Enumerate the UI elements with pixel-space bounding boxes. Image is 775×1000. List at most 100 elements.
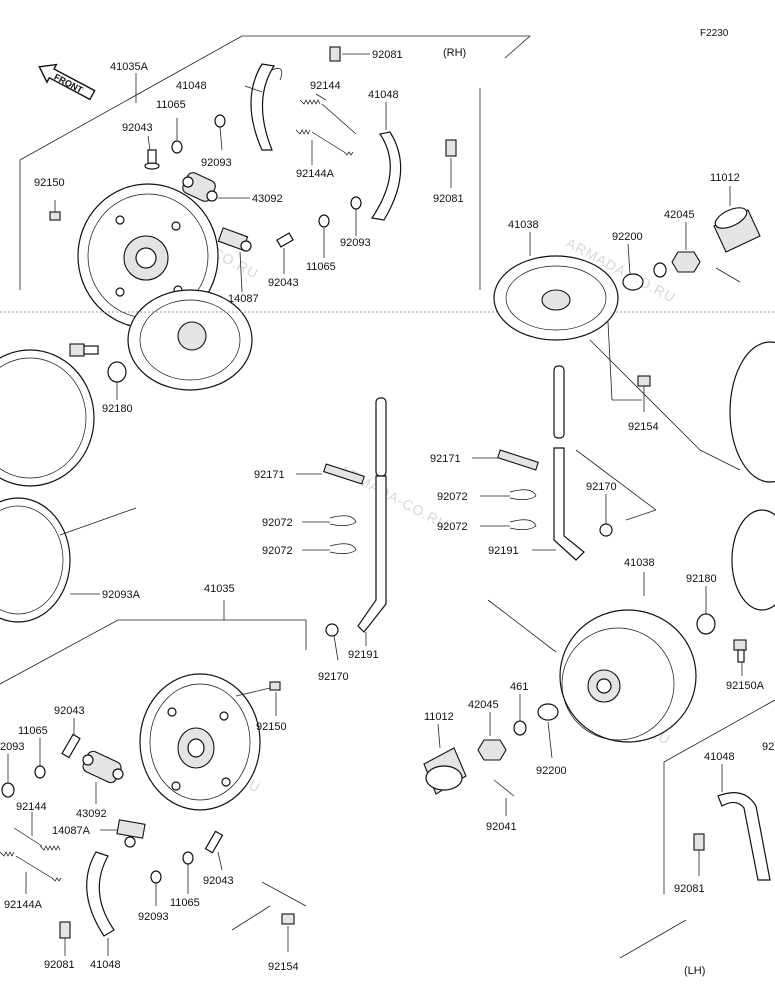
clip-92081-rh1 (329, 46, 341, 62)
label-92191-b: 92191 (348, 649, 379, 661)
label-41038-rh: 41038 (508, 219, 539, 231)
castle-nut-42045-lh (477, 739, 507, 761)
washer-461-lh (513, 720, 527, 736)
label-92154-lh: 92154 (268, 961, 299, 973)
label-11065-lh2: 11065 (170, 897, 200, 909)
label-11012-lh: 11012 (424, 711, 454, 723)
brake-drum-rh-lower (127, 289, 253, 391)
clip-92081-lh1 (59, 921, 71, 939)
bolt-large-rh (69, 343, 99, 357)
clip-92072-c (509, 489, 537, 500)
bolt-92154-rh (637, 375, 651, 387)
pin-92043-lh1 (61, 733, 81, 759)
label-92043-lh2: 92043 (203, 875, 234, 887)
label-92072-d: 92072 (437, 521, 468, 533)
label-92154-rh: 92154 (628, 421, 659, 433)
brake-shoe-41048-rh2 (370, 131, 402, 221)
washer-92093-lh2 (150, 870, 162, 884)
lh-assembly-frame: 41035 (0, 583, 307, 931)
washer-92093-lh1 (1, 782, 15, 798)
spring-11065-rh (171, 140, 183, 154)
label-92150-rh: 92150 (34, 177, 65, 189)
adjuster-14087A-lh (116, 819, 146, 848)
label-41038-lh: 41038 (624, 557, 655, 569)
spring-92144A-rh (295, 129, 354, 156)
label-92180-rh: 92180 (102, 403, 133, 415)
lh-right-frame: (LH) (619, 699, 775, 977)
seal-92093A-upper (0, 349, 95, 487)
bolt-92154-lh (281, 913, 295, 925)
spring-11065-lh2 (182, 851, 194, 865)
label-92081-rh2: 92081 (433, 193, 464, 205)
watermark: ARMADA-CO.RU (337, 462, 452, 533)
cap-11012-rh (713, 207, 761, 253)
brake-drum-41038-lh (559, 609, 697, 743)
clip-92081-lh2 (693, 833, 705, 851)
label-92150A-lh: 92150A (726, 680, 765, 692)
label-42045-rh: 42045 (664, 209, 695, 221)
label-92072-c: 92072 (437, 491, 468, 503)
spring-11065-lh1 (34, 765, 46, 779)
brake-shoe-41048-rh1 (250, 63, 283, 151)
bracket-92171-a (323, 463, 365, 485)
label-41035A: 41035A (110, 61, 149, 73)
label-92150-lh: 92150 (256, 721, 287, 733)
label-92144A-rh: 92144A (296, 168, 335, 180)
cap-11012-lh (423, 747, 467, 795)
label-92081-lh2: 92081 (674, 883, 705, 895)
front-arrow-label: FRONT (52, 72, 85, 96)
washer-92200-lh (537, 703, 559, 721)
label-92170-b: 92170 (318, 671, 349, 683)
label-41048-lh2: 41048 (704, 751, 735, 763)
label-461-lh: 461 (510, 681, 528, 693)
clip-92072-b (329, 543, 357, 554)
wheel-cylinder-43092-lh (82, 750, 124, 784)
clip-92072-a (329, 515, 357, 526)
label-14087A-lh: 14087A (52, 825, 91, 837)
label-92200-lh: 92200 (536, 765, 567, 777)
spring-92144-rh (299, 99, 357, 135)
section-lh: (LH) (684, 965, 705, 977)
label-92171-b: 92171 (430, 453, 461, 465)
label-11065-rh1: 11065 (156, 99, 186, 111)
label-92093-rh1: 92093 (201, 157, 232, 169)
label-92081-rh1: 92081 (372, 49, 403, 61)
washer-92200-rh (622, 273, 644, 291)
label-92191-a: 92191 (488, 545, 519, 557)
label-92144-rh: 92144 (310, 80, 341, 92)
label-41048-rh1: 41048 (176, 80, 207, 92)
label-92171-a: 92171 (254, 469, 285, 481)
spring-92144A-lh (0, 851, 62, 882)
rh-assembly-frame: (RH) (19, 35, 532, 290)
brake-shoe-41048-lh1 (86, 851, 115, 937)
wheel-cylinder-43092-rh (182, 172, 218, 202)
cotter-pin-lh (493, 779, 515, 797)
brake-shoe-41048-lh2 (717, 792, 771, 881)
washer-92093-rh (214, 114, 226, 128)
seal-92093A (0, 497, 71, 623)
label-11012-rh: 11012 (710, 172, 740, 184)
label-92144-lh: 92144 (16, 801, 47, 813)
seal-right-edge-lh (731, 509, 775, 611)
label-92093-rh2: 92093 (340, 237, 371, 249)
clamp-92170-a (599, 523, 613, 537)
label-92043-lh1: 92043 (54, 705, 85, 717)
label-92043-rh1: 92043 (122, 122, 153, 134)
brake-hose-right (553, 365, 585, 561)
brake-panel-lh (139, 673, 261, 811)
label-92043-rh2: 92043 (268, 277, 299, 289)
label-92180-lh: 92180 (686, 573, 717, 585)
o-ring-92180-lh (696, 613, 716, 635)
label-43092-rh: 43092 (252, 193, 283, 205)
spring-92144-lh (13, 827, 61, 851)
label-92200-rh: 92200 (612, 231, 643, 243)
adjuster-14087-rh (217, 227, 252, 252)
clamp-92170-b (325, 623, 339, 637)
label-92041-lh: 92041 (486, 821, 517, 833)
label-14087-rh: 14087 (228, 293, 259, 305)
pin-92043-rh2 (276, 232, 294, 248)
label-92093-lh2: 92093 (138, 911, 169, 923)
label-92093A: 92093A (102, 589, 141, 601)
label-41048-rh2: 41048 (368, 89, 399, 101)
